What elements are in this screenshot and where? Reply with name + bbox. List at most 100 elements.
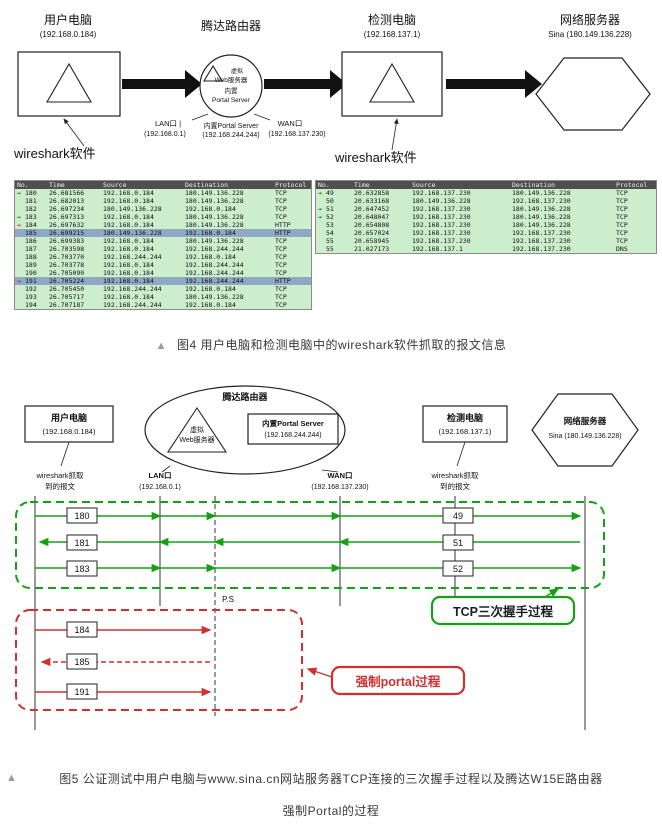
fig5-packet-box-185 (66, 653, 98, 670)
capture-cell: DNS (616, 245, 628, 253)
fig4-detect-pc-box (341, 51, 443, 117)
fig4-router-line3: 内置 (225, 86, 239, 95)
capture-cell: 26.697234 (49, 205, 85, 213)
capture-cell: 180.149.136.228 (185, 221, 244, 229)
fig5-router-label: 腾达路由器 (221, 391, 268, 402)
capture-cell: 54 (326, 229, 334, 237)
capture-cell: 26.705450 (49, 285, 85, 293)
capture-cell: 26.697313 (49, 213, 85, 221)
capture-header-cell: No. (318, 181, 330, 189)
capture-cell: 53 (326, 221, 334, 229)
capture-cell: 185 (25, 229, 37, 237)
capture-cell: 192.168.0.184 (185, 205, 236, 213)
fig5-webserver-line1: 虚拟 (190, 425, 204, 434)
capture-cell: 180.149.136.228 (512, 205, 571, 213)
figure5-caption-line1: 图5 公证测试中用户电脑与www.sina.cn网站服务器TCP连接的三次握手过… (59, 772, 603, 786)
capture-cell: 192.168.0.184 (103, 293, 154, 301)
fig5-connector-line (456, 441, 466, 467)
fig4-wireshark-right-pointer (391, 118, 399, 151)
capture-cell: 192.168.0.184 (103, 237, 154, 245)
fig4-lan-label: LAN口 | (155, 119, 181, 128)
figure4-topology-diagram: 用户电脑 (192.168.0.184) 腾达路由器 虚拟 Web服务器 内置 … (13, 12, 651, 165)
figure5-sequence-diagram: 用户电脑 (192.168.0.184) 腾达路由器 虚拟 Web服务器 内置P… (15, 385, 639, 730)
fig5-packet-num: 184 (74, 625, 89, 635)
fig4-detect-pc-monitor-icon (369, 62, 415, 103)
capture-cell: 20.657024 (354, 229, 390, 237)
fig5-packet-box-183 (66, 560, 98, 577)
capture-cell: 20.632858 (354, 189, 390, 197)
fig5-portal-line1: 内置Portal Server (262, 418, 324, 428)
fig4-wan-leader-line (253, 113, 271, 121)
capture-cell: 192.168.0.184 (185, 229, 236, 237)
capture-cell: 26.705090 (49, 269, 85, 277)
fig5-lan-ip: (192.168.0.1) (139, 484, 181, 491)
fig4-link-arrow-icon (122, 70, 202, 98)
fig4-link-arrow-icon (446, 70, 542, 98)
fig5-packet-num: 51 (453, 538, 463, 548)
capture-cell: TCP (275, 261, 287, 269)
capture-cell: 55 (326, 237, 334, 245)
fig5-portal-group-box (15, 609, 303, 711)
fig5-portal-label: 强制portal过程 (356, 674, 441, 689)
fig5-packet-box-52 (442, 560, 474, 577)
capture-cell: 50 (326, 197, 334, 205)
red-direction-arrow-icon: → (17, 221, 21, 229)
capture-cell: 187 (25, 245, 37, 253)
capture-header-cell: Destination (185, 181, 229, 189)
capture-cell: TCP (275, 293, 287, 301)
capture-cell: TCP (275, 245, 287, 253)
capture-cell: →180 (17, 189, 37, 197)
capture-cell: 26.681566 (49, 189, 85, 197)
capture-cell: 180.149.136.228 (185, 213, 244, 221)
fig5-ws-right-line2: 到的报文 (440, 481, 470, 491)
fig5-packet-box-51 (442, 534, 474, 551)
figure4-caption: ▲图4 用户电脑和检测电脑中的wireshark软件抓取的报文信息 (0, 336, 662, 353)
capture-cell: 26.705717 (49, 293, 85, 301)
capture-cell: 26.703778 (49, 261, 85, 269)
capture-cell: 192.168.244.244 (103, 253, 162, 261)
fig4-detect-pc-label: 检测电脑 (368, 12, 416, 27)
fig5-webserver-line2: Web服务器 (179, 435, 214, 444)
capture-cell: 55 (326, 245, 334, 253)
green-direction-arrow-icon: → (17, 189, 21, 197)
green-direction-arrow-icon: → (318, 205, 322, 213)
capture-cell: 189 (25, 261, 37, 269)
fig5-packet-num: 49 (453, 511, 463, 521)
capture-header-cell: No. (17, 181, 29, 189)
fig5-packet-num: 185 (74, 657, 89, 667)
capture-cell: 180.149.136.228 (103, 229, 162, 237)
capture-cell: →191 (17, 277, 37, 285)
fig5-packet-num: 180 (74, 511, 89, 521)
capture-cell: →49 (318, 189, 334, 197)
capture-header-cell: Time (354, 181, 370, 189)
fig5-packet-box-191 (66, 683, 98, 700)
capture-header-cell: Source (103, 181, 127, 189)
fig5-portal-label-box (330, 665, 466, 696)
capture-cell: 26.707187 (49, 301, 85, 309)
capture-cell: 192.168.137.230 (512, 229, 571, 237)
capture-cell: 190 (25, 269, 37, 277)
fig5-packet-box-181 (66, 534, 98, 551)
capture-cell: 192.168.137.230 (512, 245, 571, 253)
fig4-user-pc-monitor-icon (46, 62, 92, 103)
capture-cell: 180.149.136.228 (185, 293, 244, 301)
fig5-detect-pc-label: 检测电脑 (447, 412, 483, 423)
capture-cell: 192.168.137.230 (412, 237, 471, 245)
fig5-packet-num: 183 (74, 564, 89, 574)
figure5-caption-line2: 强制Portal的过程 (282, 804, 380, 818)
capture-cell: TCP (616, 189, 628, 197)
capture-cell: 26.682013 (49, 197, 85, 205)
capture-cell: 181 (25, 197, 37, 205)
